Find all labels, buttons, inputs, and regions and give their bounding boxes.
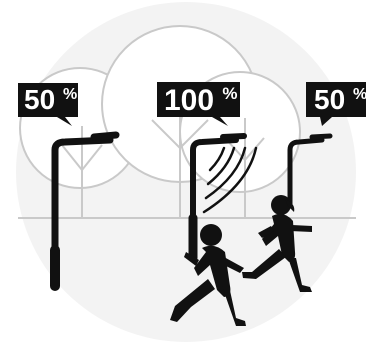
- badge-value: 50: [24, 84, 55, 115]
- badge-unit: %: [353, 86, 367, 103]
- badge-value: 50: [314, 84, 345, 115]
- badge-unit: %: [63, 86, 77, 103]
- badge-unit: %: [222, 84, 237, 103]
- badge-value: 100: [164, 84, 214, 117]
